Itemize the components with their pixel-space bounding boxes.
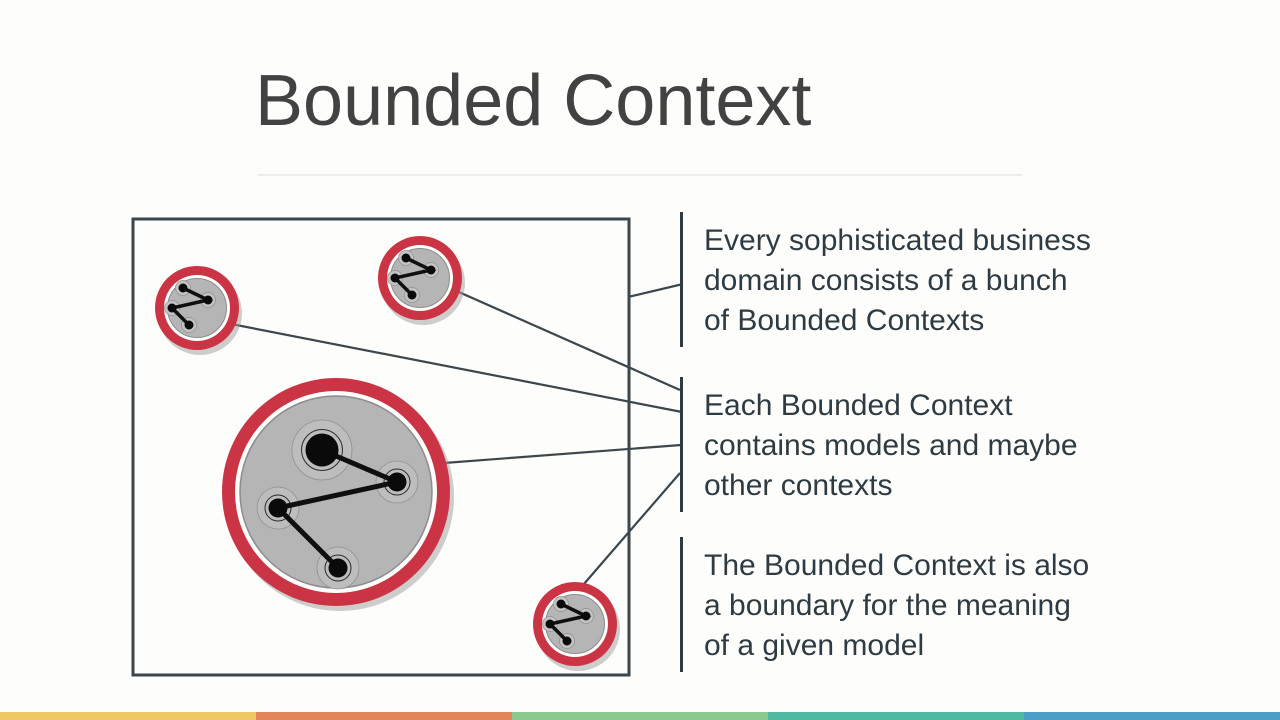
context-circle-bottom-right: [531, 580, 622, 673]
annotation-meaning-boundary: The Bounded Context is also a boundary f…: [680, 537, 1160, 672]
annotation-bar: [680, 377, 683, 512]
annotation-line: other contexts: [704, 469, 893, 502]
slide-title: Bounded Context: [255, 61, 812, 141]
annotation-line: The Bounded Context is also: [704, 549, 1090, 582]
annotation-bar: [680, 212, 683, 347]
callout-line-large-to-text2: [430, 443, 682, 466]
footer-stripe-orange: [256, 712, 512, 720]
annotation-line: a boundary for the meaning: [704, 589, 1071, 622]
callout-line-bottomright-to-text3: [576, 472, 681, 593]
annotation-line: of a given model: [704, 629, 925, 662]
footer-stripe-blue: [1024, 712, 1280, 720]
footer-stripe-green: [512, 712, 768, 720]
callout-line-box-to-text1: [627, 282, 684, 299]
domain-boundary-box: [131, 217, 631, 677]
footer-stripe-teal: [768, 712, 1024, 720]
context-circle-large: [222, 378, 454, 611]
model-node: [268, 498, 288, 518]
context-circle-top-left: [153, 264, 244, 357]
context-circle-top-middle: [376, 234, 467, 327]
footer-stripe-yellow: [0, 712, 256, 720]
footer-stripe-band: [0, 712, 1280, 720]
model-edge: [275, 505, 341, 571]
model-node: [328, 558, 348, 578]
annotation-line: Each Bounded Context: [704, 389, 1013, 422]
annotation-line: of Bounded Contexts: [704, 304, 985, 337]
callout-line-topmiddle-to-text2: [451, 287, 681, 392]
annotation-line: contains models and maybe: [704, 429, 1078, 462]
annotation-every-domain: Every sophisticated business domain cons…: [680, 212, 1160, 347]
annotation-line: domain consists of a bunch: [704, 264, 1068, 297]
annotation-contains-models: Each Bounded Context contains models and…: [680, 377, 1160, 512]
model-node: [387, 472, 407, 492]
model-node: [305, 433, 339, 467]
callout-line-topleft-to-text2: [225, 321, 683, 414]
title-divider: [258, 174, 1022, 176]
model-edge: [275, 479, 400, 511]
annotation-line: Every sophisticated business: [704, 224, 1091, 257]
annotation-bar: [680, 537, 683, 672]
